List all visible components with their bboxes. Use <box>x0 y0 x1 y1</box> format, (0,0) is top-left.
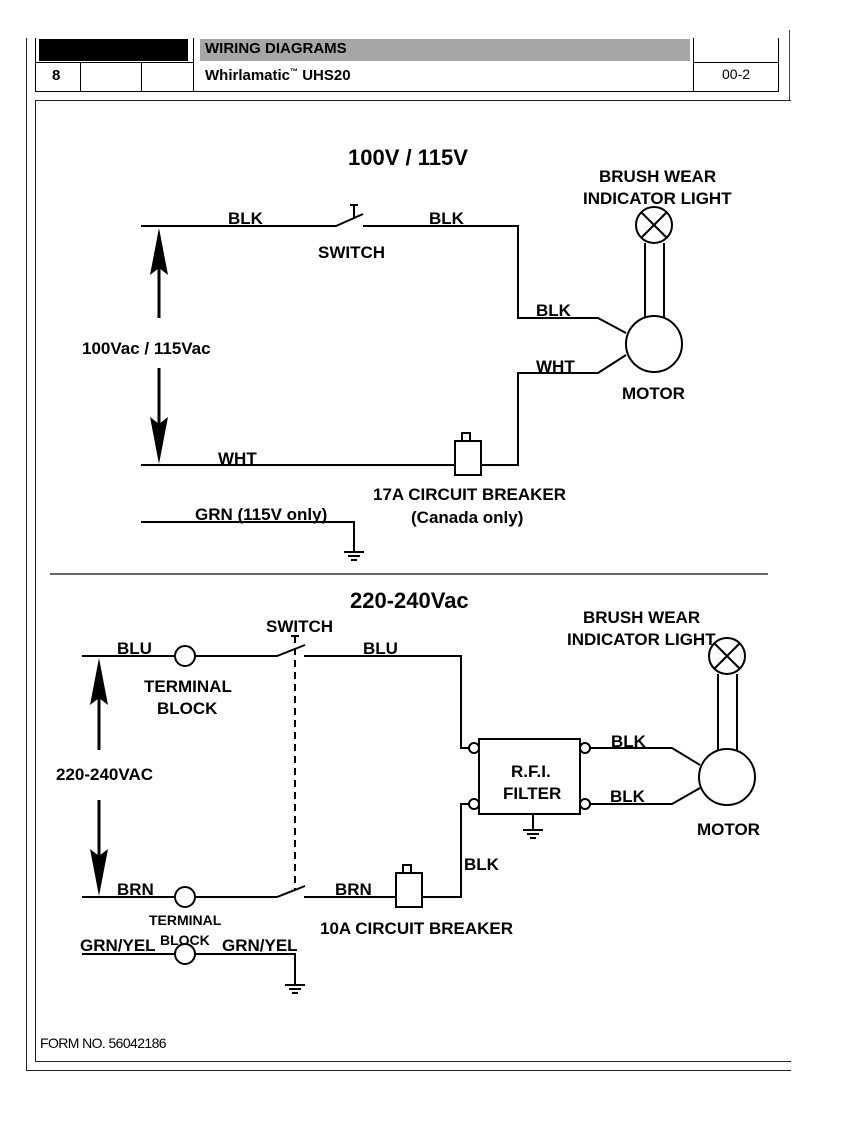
label-breaker-10a: 10A CIRCUIT BREAKER <box>320 919 513 938</box>
label-light-2a: BRUSH WEAR <box>583 608 700 627</box>
form-number: FORM NO. 56042186 <box>40 1035 167 1051</box>
label-terminal-bottom-2: BLOCK <box>160 932 210 948</box>
label-light-1a: BRUSH WEAR <box>599 167 716 186</box>
label-breaker-note: (Canada only) <box>411 508 523 527</box>
wire-blk-out-1 <box>590 747 701 766</box>
wire-blk-out-2 <box>590 787 701 805</box>
label-motor-2: MOTOR <box>697 820 760 839</box>
wire-wht-motor <box>482 354 627 466</box>
label-rfi-1: R.F.I. <box>511 762 551 781</box>
label-motor-1: MOTOR <box>622 384 685 403</box>
trademark: ™ <box>290 67 299 76</box>
model-name: UHS20 <box>302 67 351 84</box>
label-motor-blk: BLK <box>536 301 572 320</box>
terminal-block-top <box>174 645 196 667</box>
label-light-1b: INDICATOR LIGHT <box>583 189 732 208</box>
diagram-100-115v <box>141 204 683 552</box>
label-blk-top-left: BLK <box>228 209 264 228</box>
label-rfi-2: FILTER <box>503 784 561 803</box>
breaker-10a <box>395 872 423 908</box>
supply-arrow-2 <box>90 658 108 896</box>
label-switch-1: SWITCH <box>318 243 385 262</box>
terminal-block-bottom <box>174 886 196 908</box>
label-supply-1: 100Vac / 115Vac <box>82 339 211 358</box>
label-wht-bottom: WHT <box>218 449 257 468</box>
label-grn-yel-left: GRN/YEL <box>80 936 156 955</box>
title-100-115v: 100V / 115V <box>348 145 468 170</box>
label-light-2b: INDICATOR LIGHT <box>567 630 716 649</box>
supply-arrow-1 <box>150 228 168 464</box>
label-blu-right: BLU <box>363 639 398 658</box>
section-bar <box>200 39 690 61</box>
revision: 00-2 <box>722 66 751 82</box>
motor-1 <box>625 315 683 373</box>
outer-frame-right <box>789 30 790 100</box>
label-motor-wht: WHT <box>536 357 575 376</box>
label-blk-out-1: BLK <box>611 732 647 751</box>
product-name: Whirlamatic <box>205 67 291 84</box>
label-blk-top-right: BLK <box>429 209 465 228</box>
label-blk-out-2: BLK <box>610 787 646 806</box>
wire-blk-breaker <box>422 803 469 898</box>
inner-frame <box>35 100 791 1062</box>
indicator-light-2 <box>708 637 746 675</box>
label-supply-2: 220-240VAC <box>56 765 153 784</box>
page-number: 8 <box>52 67 61 84</box>
wire-blu-right <box>304 655 469 749</box>
breaker-17a <box>454 440 482 476</box>
motor-2 <box>698 748 756 806</box>
wire-grn-yel <box>195 953 296 985</box>
indicator-light-1 <box>635 206 673 244</box>
label-blk-breaker: BLK <box>464 855 500 874</box>
label-terminal-top-2: BLOCK <box>157 699 218 718</box>
label-grn: GRN (115V only) <box>195 505 327 524</box>
label-breaker-17a: 17A CIRCUIT BREAKER <box>373 485 566 504</box>
wire-grn <box>141 521 355 552</box>
label-brn-right: BRN <box>335 880 372 899</box>
label-blu-left: BLU <box>117 639 152 658</box>
outer-frame <box>26 38 791 1071</box>
section-title: WIRING DIAGRAMS <box>205 40 347 57</box>
black-tab <box>39 39 188 61</box>
rfi-filter <box>478 738 581 815</box>
wire-blk-top-right <box>363 225 627 334</box>
label-terminal-top-1: TERMINAL <box>144 677 232 696</box>
label-grn-yel-right: GRN/YEL <box>222 936 298 955</box>
diagram-220-240v <box>82 635 756 985</box>
label-brn-left: BRN <box>117 880 154 899</box>
label-switch-2: SWITCH <box>266 617 333 636</box>
product-title: Whirlamatic™ UHS20 <box>205 67 351 84</box>
label-terminal-bottom-1: TERMINAL <box>149 912 222 928</box>
title-220-240v: 220-240Vac <box>350 588 469 613</box>
